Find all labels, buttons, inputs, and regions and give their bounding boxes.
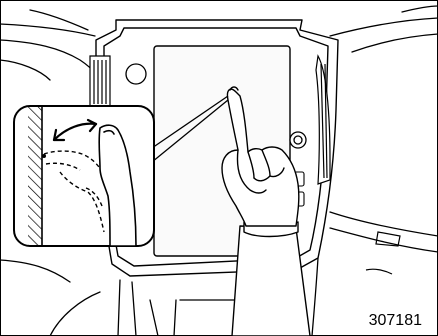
left-vent	[90, 56, 110, 108]
right-knob	[290, 132, 306, 148]
inset-screen-surface	[28, 106, 42, 246]
left-knob	[126, 64, 146, 84]
touch-point	[42, 154, 46, 158]
right-vent	[316, 56, 330, 184]
figure-id-label: 307181	[367, 312, 424, 330]
gesture-inset	[14, 106, 154, 246]
